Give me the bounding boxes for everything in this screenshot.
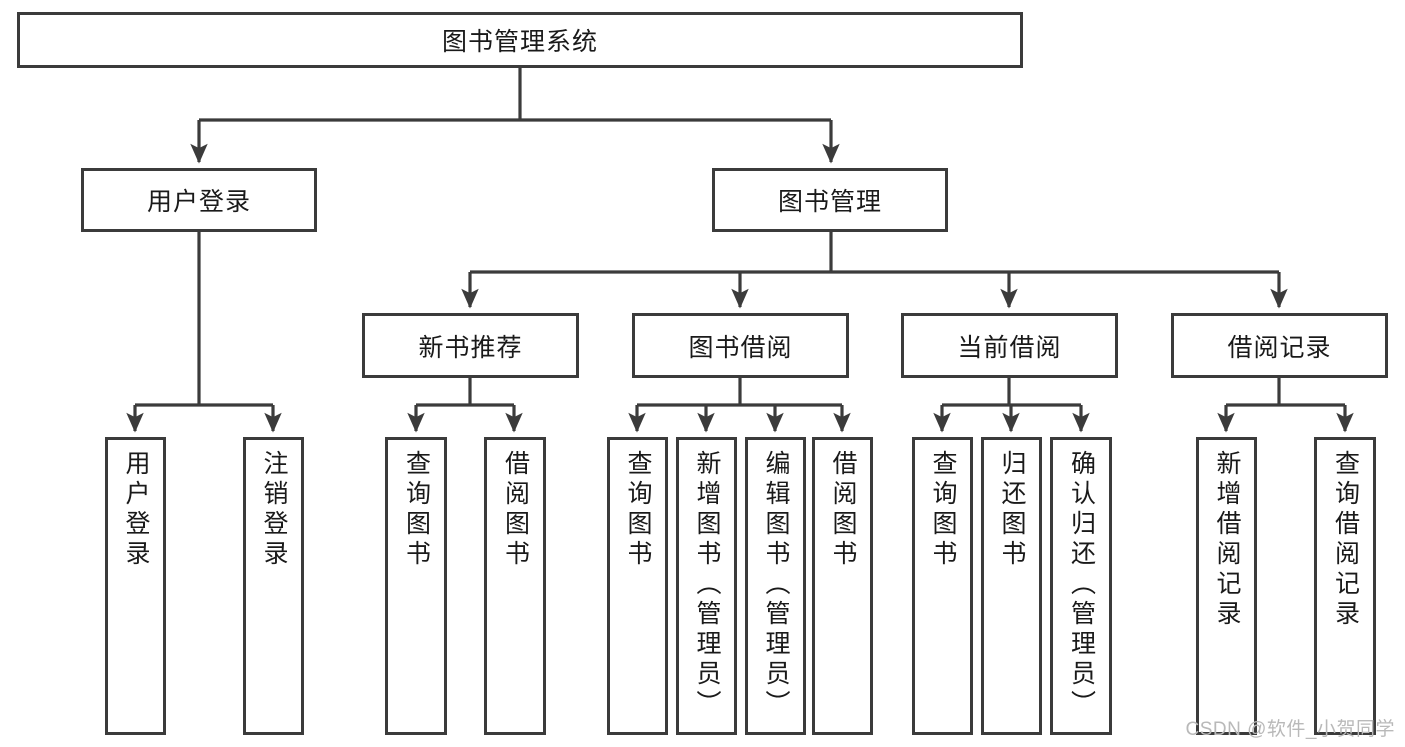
node-leaf-borrow-book-2-label: 借阅图书 <box>829 450 857 570</box>
node-book-borrow[interactable]: 图书借阅 <box>632 313 849 378</box>
node-leaf-query-record-label: 查询借阅记录 <box>1331 450 1360 630</box>
node-current-borrow-label: 当前借阅 <box>957 333 1062 362</box>
node-leaf-query-book-2-label: 查询图书 <box>624 450 652 570</box>
node-leaf-user-login-label: 用户登录 <box>122 450 150 570</box>
node-borrow-record-label: 借阅记录 <box>1227 333 1332 362</box>
node-leaf-borrow-book-2[interactable]: 借阅图书 <box>812 437 873 735</box>
node-leaf-query-book-2[interactable]: 查询图书 <box>607 437 668 735</box>
node-leaf-query-book-3-label: 查询图书 <box>929 450 957 570</box>
node-new-book-rec-label: 新书推荐 <box>418 333 523 362</box>
node-book-manage[interactable]: 图书管理 <box>712 168 948 232</box>
node-leaf-add-record-label: 新增借阅记录 <box>1213 450 1241 630</box>
node-leaf-query-book-1[interactable]: 查询图书 <box>385 437 447 735</box>
node-leaf-add-book[interactable]: 新增图书（管理员） <box>676 437 737 735</box>
node-user-login[interactable]: 用户登录 <box>81 168 317 232</box>
node-leaf-edit-book[interactable]: 编辑图书（管理员） <box>745 437 806 735</box>
node-root[interactable]: 图书管理系统 <box>17 12 1023 68</box>
node-leaf-confirm-return[interactable]: 确认归还（管理员） <box>1050 437 1112 735</box>
node-leaf-borrow-book-1[interactable]: 借阅图书 <box>484 437 546 735</box>
node-leaf-query-book-1-label: 查询图书 <box>402 450 431 570</box>
node-leaf-query-record[interactable]: 查询借阅记录 <box>1314 437 1376 735</box>
watermark: CSDN @软件_小贺同学 <box>1185 719 1395 740</box>
node-leaf-logout[interactable]: 注销登录 <box>243 437 304 735</box>
node-leaf-add-record[interactable]: 新增借阅记录 <box>1196 437 1257 735</box>
node-root-label: 图书管理系统 <box>441 28 598 56</box>
node-leaf-return-book[interactable]: 归还图书 <box>981 437 1042 735</box>
node-user-login-label: 用户登录 <box>146 188 251 216</box>
node-leaf-borrow-book-1-label: 借阅图书 <box>501 450 530 570</box>
node-leaf-confirm-return-label: 确认归还（管理员） <box>1067 450 1096 720</box>
node-leaf-user-login[interactable]: 用户登录 <box>105 437 166 735</box>
node-leaf-add-book-label: 新增图书（管理员） <box>693 450 721 720</box>
node-leaf-edit-book-label: 编辑图书（管理员） <box>762 450 790 720</box>
node-book-manage-label: 图书管理 <box>777 188 882 216</box>
node-borrow-record[interactable]: 借阅记录 <box>1171 313 1388 378</box>
node-leaf-return-book-label: 归还图书 <box>998 450 1026 570</box>
node-book-borrow-label: 图书借阅 <box>688 333 793 362</box>
node-new-book-rec[interactable]: 新书推荐 <box>362 313 579 378</box>
node-current-borrow[interactable]: 当前借阅 <box>901 313 1118 378</box>
node-leaf-query-book-3[interactable]: 查询图书 <box>912 437 973 735</box>
node-leaf-logout-label: 注销登录 <box>260 450 288 570</box>
